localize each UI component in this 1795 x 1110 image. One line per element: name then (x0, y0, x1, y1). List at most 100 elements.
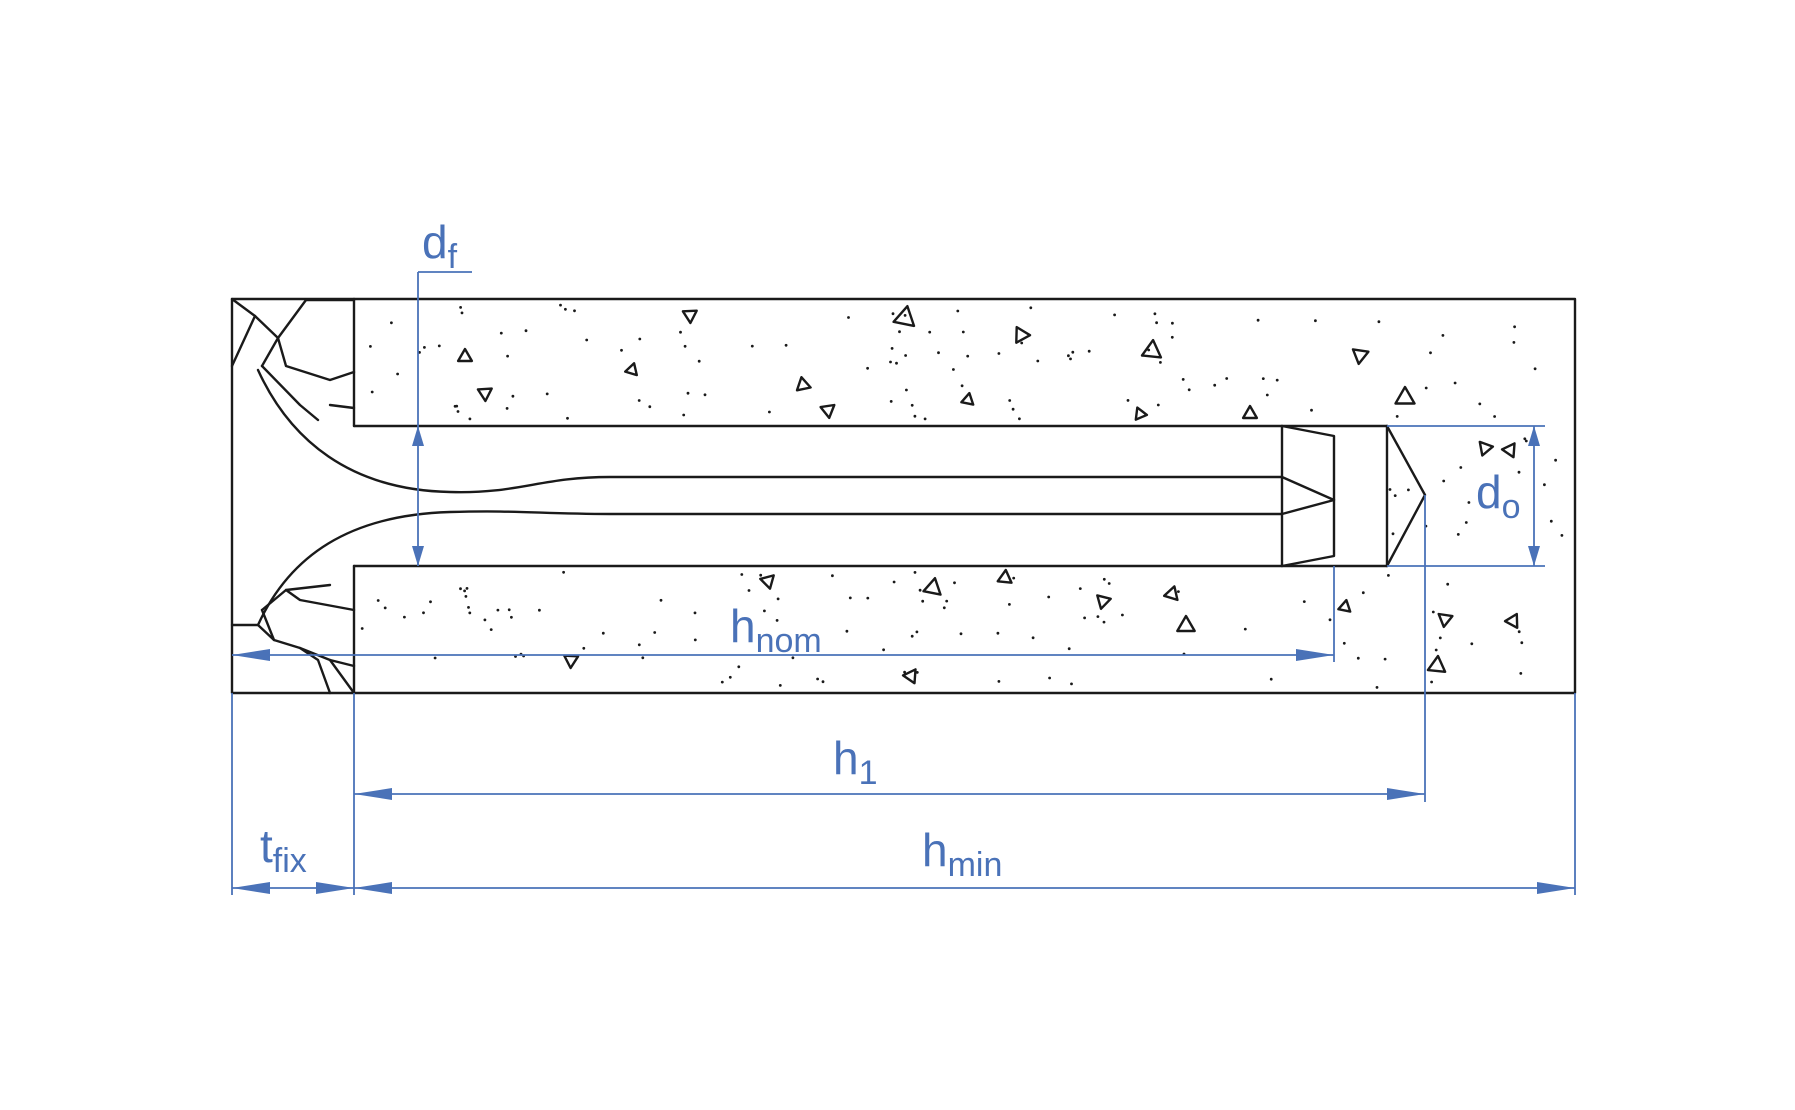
concrete-speck (1328, 618, 1332, 622)
concrete-speck (1361, 591, 1365, 595)
concrete-speck (747, 589, 751, 592)
concrete-speck (915, 671, 919, 674)
concrete-speck (463, 589, 466, 593)
concrete-speck (891, 312, 895, 316)
concrete-speck (1029, 306, 1033, 310)
concrete-speck (1213, 383, 1217, 387)
concrete-speck (507, 608, 511, 612)
concrete-speck (848, 596, 852, 600)
concrete-speck (653, 631, 657, 634)
concrete-speck (1407, 488, 1410, 492)
aggregate-triangle (1426, 654, 1447, 673)
aggregate-triangle (819, 403, 836, 420)
concrete-speck (956, 309, 960, 313)
concrete-speck (895, 361, 898, 365)
concrete-speck (573, 309, 576, 313)
concrete-speck (585, 338, 589, 342)
concrete-speck (903, 670, 906, 674)
concrete-speck (468, 611, 472, 615)
concrete-speck (903, 314, 907, 317)
aggregate-triangle (1500, 442, 1516, 459)
concrete-speck (562, 570, 565, 574)
concrete-speck (768, 410, 771, 414)
concrete-speck (383, 606, 387, 610)
concrete-speck (511, 394, 515, 398)
concrete-speck (1225, 377, 1229, 380)
concrete-speck (866, 366, 869, 370)
concrete-speck (489, 628, 493, 631)
concrete-speck (1314, 319, 1317, 323)
concrete-speck (659, 598, 663, 602)
label-hnom: hnom (730, 600, 822, 660)
concrete-speck (720, 680, 724, 684)
concrete-speck (506, 354, 509, 358)
concrete-speck (1430, 680, 1433, 684)
concrete-speck (1020, 341, 1024, 345)
concrete-speck (693, 611, 697, 615)
label-h1: h1 (833, 732, 878, 792)
aggregate-triangle (1134, 406, 1149, 421)
concrete-speck (759, 573, 763, 577)
concrete-speck (1018, 417, 1021, 421)
aggregate-triangle (1394, 385, 1416, 405)
concrete-speck (638, 337, 642, 341)
concrete-speck (1153, 312, 1157, 316)
concrete-speck (1391, 532, 1395, 536)
concrete-speck (1256, 318, 1260, 322)
concrete-speck (1096, 615, 1100, 618)
aggregate-triangle (1503, 612, 1519, 629)
concrete-speck (889, 360, 892, 364)
aggregate-triangle (1096, 594, 1112, 610)
concrete-speck (776, 597, 780, 601)
concrete-speck (468, 417, 472, 421)
fixture-cracks-upper (230, 297, 356, 422)
aggregate-triangle (759, 574, 775, 590)
concrete-speck (1456, 533, 1460, 536)
concrete-speck (737, 665, 741, 669)
concrete-speck (1517, 630, 1521, 634)
concrete-speck (1107, 582, 1111, 585)
aggregate-triangle (960, 391, 975, 406)
concrete-speck (1342, 641, 1346, 645)
aggregate-triangle (1478, 440, 1495, 457)
concrete-speck (1356, 656, 1360, 660)
concrete-speck (648, 405, 652, 409)
aggregate-triangle (1351, 348, 1370, 366)
concrete-speck (1549, 519, 1553, 523)
aggregate-triangle (901, 668, 917, 685)
concrete-speck (505, 407, 509, 410)
concrete-speck (750, 344, 754, 348)
concrete-speck (686, 391, 690, 395)
aggregate-triangle (795, 376, 812, 392)
concrete-speck (892, 580, 896, 584)
concrete-speck (1147, 348, 1151, 352)
concrete-speck (845, 629, 849, 633)
dim-hnom (232, 566, 1335, 662)
concrete-speck (1438, 636, 1442, 640)
concrete-speck (1126, 399, 1130, 402)
concrete-speck (390, 321, 393, 325)
concrete-speck (1442, 479, 1446, 483)
dim-h1 (353, 495, 1426, 895)
concrete-speck (396, 372, 399, 376)
concrete-speck (942, 606, 946, 610)
concrete-speck (778, 684, 782, 687)
concrete-speck (582, 646, 586, 650)
concrete-speck (1429, 351, 1432, 355)
concrete-speck (1275, 378, 1279, 382)
concrete-speck (952, 368, 955, 371)
concrete-speck (682, 413, 686, 417)
concrete-speck (1554, 458, 1557, 462)
concrete-speck (1519, 672, 1523, 675)
concrete-speck (847, 316, 850, 319)
aggregate-triangle (563, 654, 580, 670)
concrete-speck (496, 608, 500, 612)
concrete-speck (499, 331, 503, 335)
concrete-speck (437, 344, 441, 348)
concrete-speck (637, 643, 641, 647)
concrete-speck (959, 632, 963, 636)
label-hmin: hmin (922, 824, 1002, 884)
concrete-speck (1520, 641, 1524, 645)
